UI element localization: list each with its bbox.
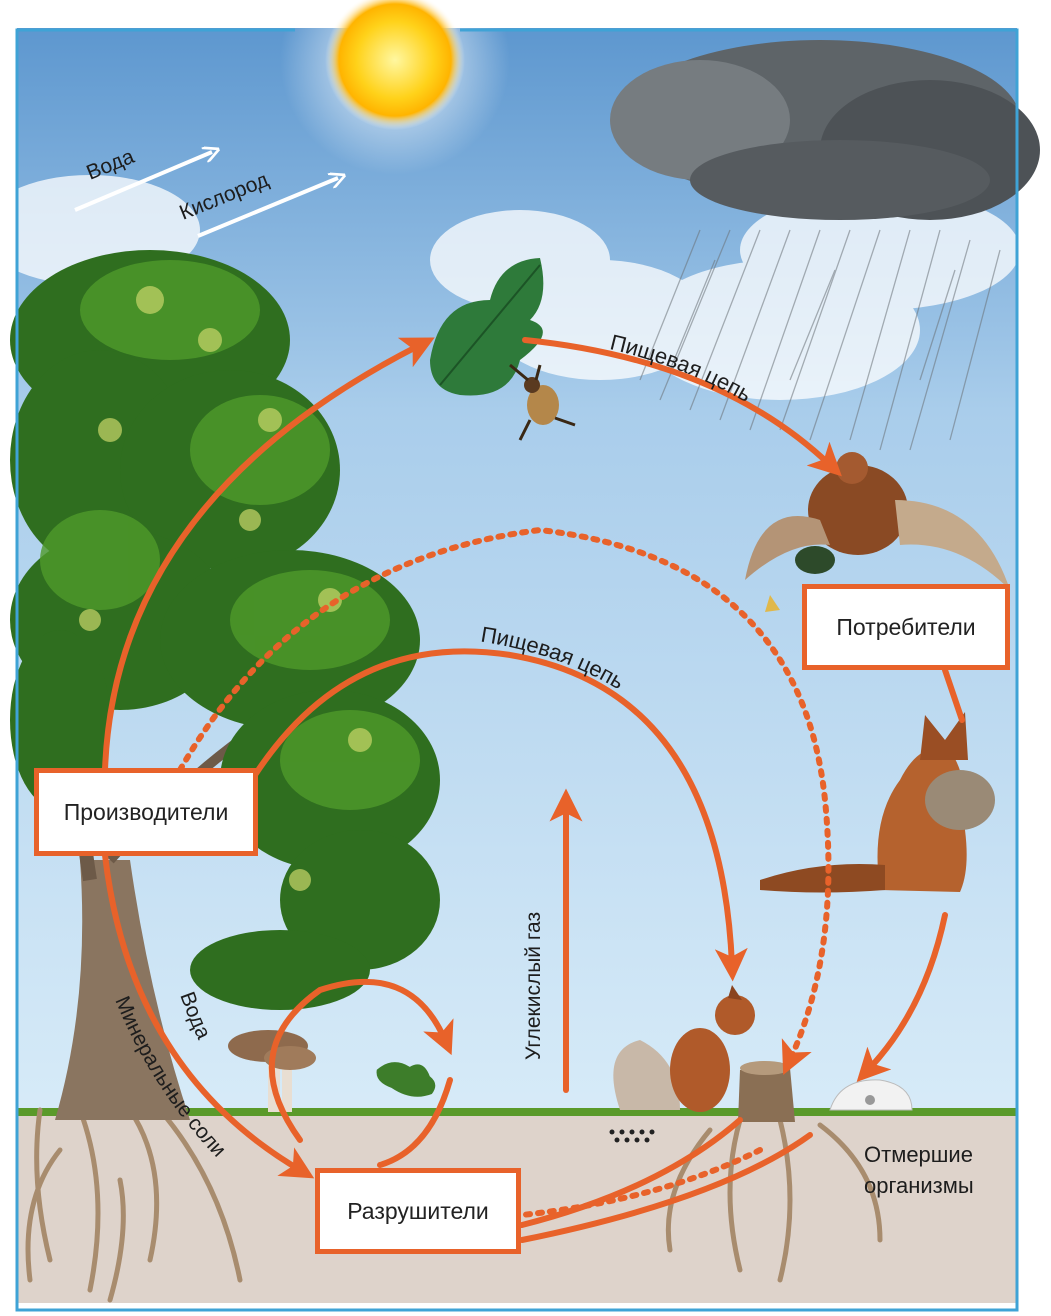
producers-box: Производители: [34, 768, 258, 856]
grass: [17, 1108, 1017, 1116]
oak-leaf-icon: [376, 1062, 436, 1097]
arrow-fox-to-dead: [856, 912, 948, 1082]
arrow-mushroom-loop: [268, 978, 454, 1143]
oxygen-arrow: [197, 178, 338, 238]
oak-tree-icon: [10, 250, 440, 1120]
arrow-producers-to-decomposers: [102, 852, 315, 1179]
soil-dots: [609, 1129, 655, 1143]
sun-icon: [280, 0, 510, 175]
arrow-producers-to-squirrel: [252, 648, 748, 982]
beetle-icon: [509, 363, 576, 441]
arrow-stump-to-decomposers: [519, 1117, 743, 1228]
frame: [15, 28, 1019, 1312]
pheasant-icon: [745, 452, 1010, 612]
white-arrows: [74, 152, 338, 238]
oak-leaf-icon: [430, 258, 544, 396]
stump-icon: [738, 1061, 795, 1122]
decomposers-box: Разрушители: [315, 1168, 521, 1254]
arrow-producers-to-leaf: [102, 337, 435, 773]
consumers-box: Потребители: [802, 584, 1010, 670]
arrow-leaf-to-decomposers: [377, 1077, 453, 1168]
dotted-soil-to-decomposers: [519, 1147, 763, 1218]
co2-label: Углекислый газ: [522, 912, 545, 1060]
dead-organisms-label-2: организмы: [864, 1173, 974, 1198]
dead-organisms-label-1: Отмершие: [864, 1142, 973, 1167]
dotted-producers-loop: [177, 526, 832, 1076]
arrow-leaf-to-consumers: [522, 337, 842, 477]
squirrel-icon: [613, 985, 755, 1112]
fox-icon: [760, 712, 995, 893]
arrow-consumers-down: [942, 667, 965, 723]
rain-cloud-icon: [610, 40, 1040, 451]
roots: [25, 1107, 883, 1303]
dotted-arrows: [177, 526, 832, 1218]
arrow-dead-to-decomposers: [519, 1132, 813, 1243]
water-arrow: [74, 152, 212, 212]
cycle-arrows: [102, 337, 965, 1243]
